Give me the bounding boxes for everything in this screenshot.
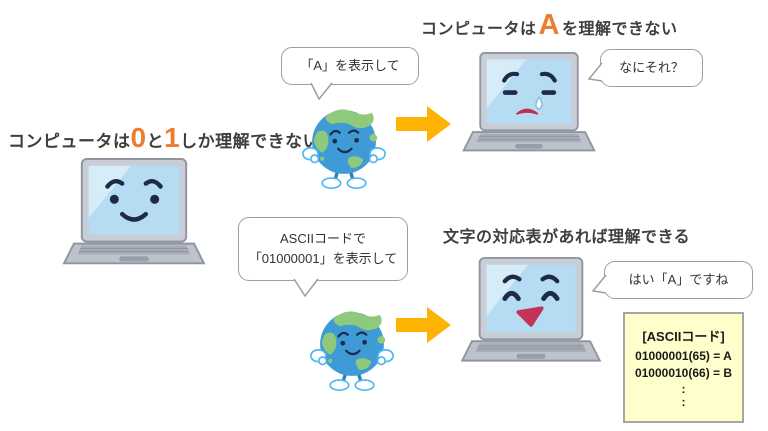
ascii-table-row: 01000001(65) = A bbox=[635, 348, 732, 363]
arrow-right-icon bbox=[396, 104, 452, 149]
top-title-pre: コンピュータは bbox=[421, 21, 537, 38]
speech-bubble-display-a: 「A」を表示して bbox=[281, 47, 419, 100]
ascii-table-ellipsis: : bbox=[681, 394, 686, 409]
left-title: コンピュータは0と1しか理解できない bbox=[8, 124, 320, 152]
laptop-happy-face-icon bbox=[60, 157, 208, 288]
speech-bubble-ascii-line1: ASCIIコードで bbox=[280, 230, 366, 246]
speech-bubble-yes-a-text: はい「A」ですね bbox=[628, 271, 729, 287]
ascii-code-table: [ASCIIコード] 01000001(65) = A 01000010(66)… bbox=[623, 312, 744, 423]
speech-bubble-ascii-request: ASCIIコードで 「01000001」を表示して bbox=[238, 217, 408, 297]
speech-bubble-tail bbox=[308, 82, 334, 100]
left-title-pre: コンピュータは bbox=[8, 132, 131, 151]
laptop-delighted-face-icon bbox=[458, 256, 604, 385]
earth-character-icon bbox=[299, 95, 389, 194]
top-title-post: を理解できない bbox=[561, 21, 678, 38]
ascii-table-row: 01000010(66) = B bbox=[634, 366, 733, 381]
speech-bubble-yes-a: はい「A」ですね bbox=[591, 261, 753, 299]
accent-one: 1 bbox=[164, 122, 181, 153]
accent-zero: 0 bbox=[130, 122, 147, 153]
speech-bubble-what-is-it-text: なにそれ？ bbox=[619, 59, 684, 75]
speech-bubble-what-is-it: なにそれ？ bbox=[587, 49, 703, 87]
speech-bubble-tail bbox=[591, 273, 607, 295]
speech-bubble-tail bbox=[291, 278, 321, 297]
earth-character-icon bbox=[307, 297, 397, 396]
left-title-post: しか理解できない bbox=[180, 132, 321, 151]
arrow-right-icon bbox=[396, 305, 452, 350]
left-title-and: と bbox=[146, 132, 165, 151]
bottom-right-title: 文字の対応表があれば理解できる bbox=[443, 229, 691, 246]
ascii-table-ellipsis: : bbox=[681, 381, 686, 396]
speech-bubble-ascii-line2: 「01000001」を表示して bbox=[248, 251, 398, 266]
laptop-crying-face-icon bbox=[460, 50, 598, 175]
speech-bubble-display-a-text: 「A」を表示して bbox=[300, 57, 400, 73]
speech-bubble-tail bbox=[587, 61, 603, 83]
ascii-table-header: [ASCIIコード] bbox=[642, 328, 725, 344]
accent-a: A bbox=[538, 9, 560, 41]
